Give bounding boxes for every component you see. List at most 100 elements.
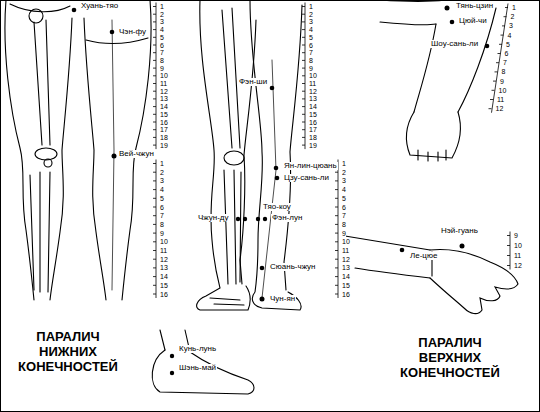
ruler-number: 4 [160,186,164,193]
ruler-tick [501,35,504,36]
point-name: Чжун-ду [197,214,230,222]
point-name: Шэнь-май [178,364,217,372]
ruler-number: 13 [160,95,168,102]
ruler-tick [153,6,156,7]
ruler-tick [302,21,305,22]
ruler-tick [302,137,305,138]
ruler-tick [153,137,156,138]
ruler-number: 5 [160,34,164,41]
ruler-number: 4 [160,26,164,33]
point-name: Вей-чжун [118,150,155,158]
ruler-tick [153,106,156,107]
point-name: Фэн-ши [238,78,268,86]
ruler-tick [302,68,305,69]
ruler-number: 8 [309,57,313,64]
ruler-number: 10 [499,87,507,94]
ruler-number: 10 [514,242,522,249]
ruler-tick [302,122,305,123]
ruler-number: 10 [160,72,168,79]
ruler-number: 9 [342,230,346,237]
ruler-tick [335,198,338,199]
ruler-tick [153,224,156,225]
ruler-tick [302,37,305,38]
ruler-number: 7 [160,49,164,56]
ruler-tick [302,52,305,53]
ruler-tick [507,255,510,256]
ruler-tick [335,207,338,208]
ruler-tick [302,29,305,30]
point-name: Ян-лин-цюань [283,162,338,170]
ruler-tick [302,98,305,99]
ruler-number: 8 [342,221,346,228]
ruler-tick [153,91,156,92]
point-name: Шоу-сань-ли [430,40,479,48]
ruler-number: 3 [160,177,164,184]
ruler-number: 5 [506,41,510,48]
ruler-number: 6 [505,50,509,57]
point-name: Цзу-сань-ли [283,174,330,182]
ruler-tick [335,189,338,190]
ruler-number: 7 [309,49,313,56]
ruler-number: 8 [160,57,164,64]
ruler-tick [153,259,156,260]
ruler-number: 3 [160,18,164,25]
ruler-number: 11 [497,96,504,103]
ruler-line [338,160,339,299]
ruler-number: 2 [160,11,164,18]
ruler-tick [153,276,156,277]
ruler-tick [302,114,305,115]
ruler-number: 11 [342,247,349,254]
ruler-number: 8 [160,221,164,228]
ruler-tick [492,90,495,91]
acupoint-dots [72,6,490,376]
ruler-number: 13 [160,264,168,271]
ruler-number: 14 [160,273,168,280]
ruler-tick [153,233,156,234]
ruler-tick [302,83,305,84]
point-name: Тянь-цзин [455,2,494,10]
ruler-number: 18 [309,134,317,141]
ruler-number: 15 [160,282,168,289]
ruler-number: 16 [160,119,168,126]
ruler-tick [153,163,156,164]
ruler-tick [335,172,338,173]
ruler-tick [153,83,156,84]
ruler-number: 2 [309,11,313,18]
ruler-number: 9 [500,78,504,85]
ruler-number: 9 [160,230,164,237]
ruler-number: 12 [160,88,168,95]
ruler-tick [153,241,156,242]
ruler-number: 4 [508,32,512,39]
ruler-number: 1 [512,4,516,11]
ruler-number: 4 [309,26,313,33]
ruler-tick [302,91,305,92]
ruler-number: 4 [342,186,346,193]
point-name: Чэн-фу [118,28,147,36]
point-name: Хуань-тяо [80,2,119,10]
ruler-tick [302,106,305,107]
ruler-tick [153,294,156,295]
ruler-tick [507,235,510,236]
ruler-tick [335,241,338,242]
ruler-tick [153,75,156,76]
ruler-tick [153,285,156,286]
ruler-number: 19 [309,142,317,149]
ruler-tick [499,44,502,45]
ruler-number: 16 [160,291,168,298]
ruler-tick [507,245,510,246]
ruler-number: 12 [309,88,317,95]
ruler-number: 16 [309,119,317,126]
point-name: Кунь-лунь [178,345,217,353]
figure-heading: ПАРАЛИЧ НИЖНИХ КОНЕЧНОСТЕЙ [10,330,126,375]
ruler-number: 7 [503,59,507,66]
ruler-tick [335,294,338,295]
ruler-tick [302,14,305,15]
ruler-number: 15 [342,282,350,289]
ruler-tick [490,99,493,100]
ruler-tick [498,53,501,54]
ruler-tick [153,198,156,199]
ruler-tick [335,285,338,286]
